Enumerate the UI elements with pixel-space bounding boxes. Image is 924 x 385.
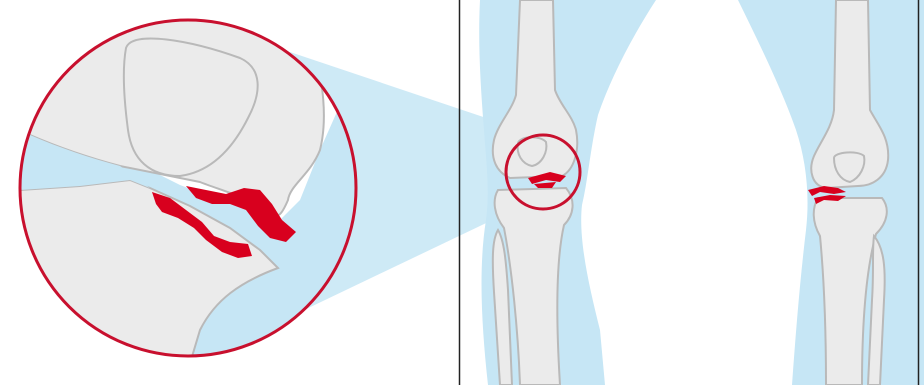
magnified-view [0,0,380,380]
legs-panel [479,0,924,385]
